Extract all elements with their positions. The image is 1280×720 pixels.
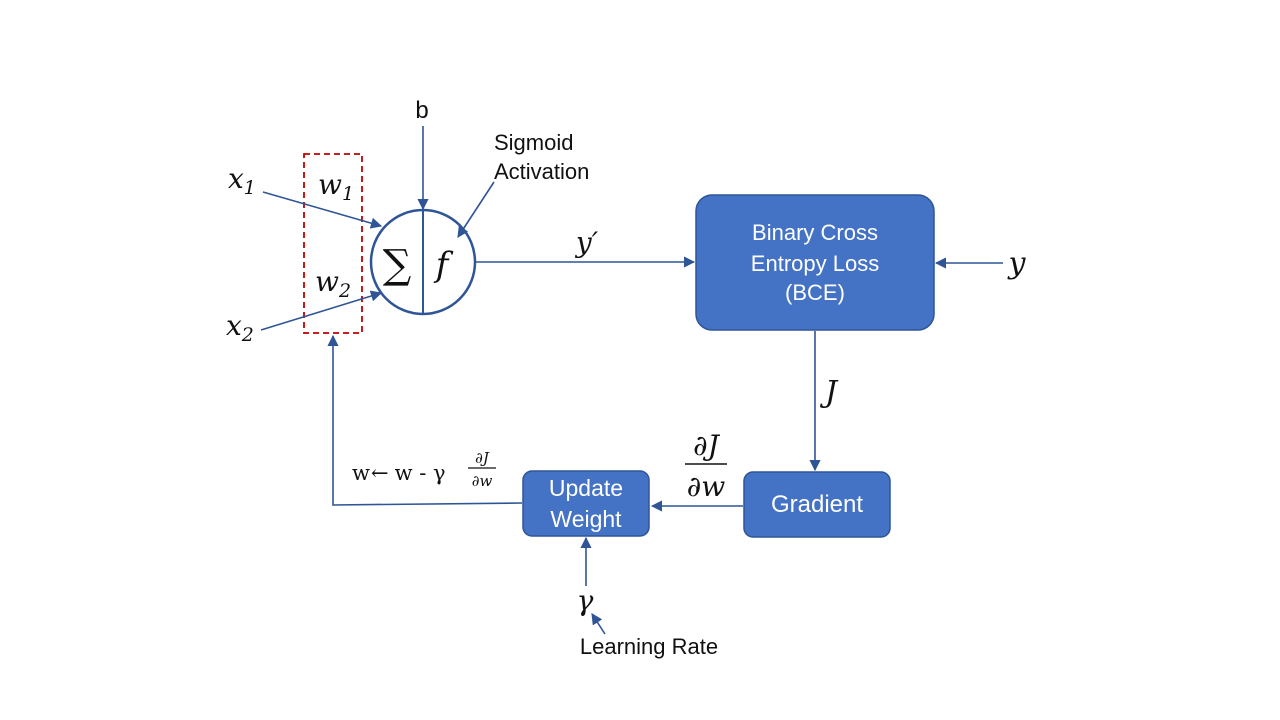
arrow-x2-to-neuron bbox=[260, 290, 383, 331]
activation-label-line1: Sigmoid bbox=[494, 130, 573, 155]
input-x2-subscript: 2 bbox=[241, 324, 254, 346]
gradient-box bbox=[743, 471, 891, 538]
target-label: y bbox=[1007, 246, 1027, 281]
arrow-learning-rate-label bbox=[591, 613, 606, 635]
weight-w1-label: w1 bbox=[318, 168, 354, 205]
input-x2-label: x2 bbox=[226, 309, 254, 346]
bias-label: b bbox=[415, 97, 428, 124]
update-weight-line1: Update bbox=[549, 475, 623, 501]
learning-rate-label: Learning Rate bbox=[580, 634, 718, 659]
learning-rate-symbol: γ bbox=[577, 584, 594, 617]
gradient-fraction-denominator: ∂w bbox=[687, 470, 725, 503]
weights-dashed-box bbox=[303, 153, 363, 334]
weight-w2-subscript: 2 bbox=[338, 280, 351, 302]
bce-loss-line3: (BCE) bbox=[785, 280, 845, 305]
update-rule-numerator: ∂J bbox=[475, 449, 490, 467]
update-rule-rhs: w - γ bbox=[395, 461, 446, 485]
bce-loss-line1: Binary Cross bbox=[752, 220, 878, 245]
input-x1-subscript: 1 bbox=[244, 177, 256, 199]
gradient-box-label: Gradient bbox=[771, 491, 863, 518]
update-weight-line2: Weight bbox=[550, 506, 622, 532]
update-rule-text: w←w - γ bbox=[352, 461, 446, 485]
weight-w2-label: w2 bbox=[315, 265, 351, 302]
arrow-x1-to-neuron bbox=[262, 191, 383, 229]
prediction-label: y′ bbox=[574, 226, 599, 259]
activation-label: Sigmoid Activation bbox=[494, 130, 589, 184]
bce-loss-line2: Entropy Loss bbox=[751, 251, 879, 276]
weight-w1-subscript: 1 bbox=[342, 183, 354, 205]
update-rule-arrow: ← bbox=[371, 461, 389, 485]
bce-loss-box bbox=[695, 194, 935, 331]
gradient-fraction-numerator: ∂J bbox=[693, 429, 720, 462]
update-weight-box bbox=[522, 470, 650, 537]
arrow-activation-label bbox=[457, 181, 495, 238]
arrow-update-to-weights bbox=[327, 334, 523, 506]
update-rule-lhs: w bbox=[352, 461, 370, 485]
update-rule-denominator: ∂w bbox=[472, 472, 493, 490]
loss-label: J bbox=[819, 375, 839, 410]
activation-label-line2: Activation bbox=[494, 159, 589, 184]
input-x1-label: x1 bbox=[228, 162, 256, 199]
sum-symbol: ∑ bbox=[383, 242, 412, 288]
